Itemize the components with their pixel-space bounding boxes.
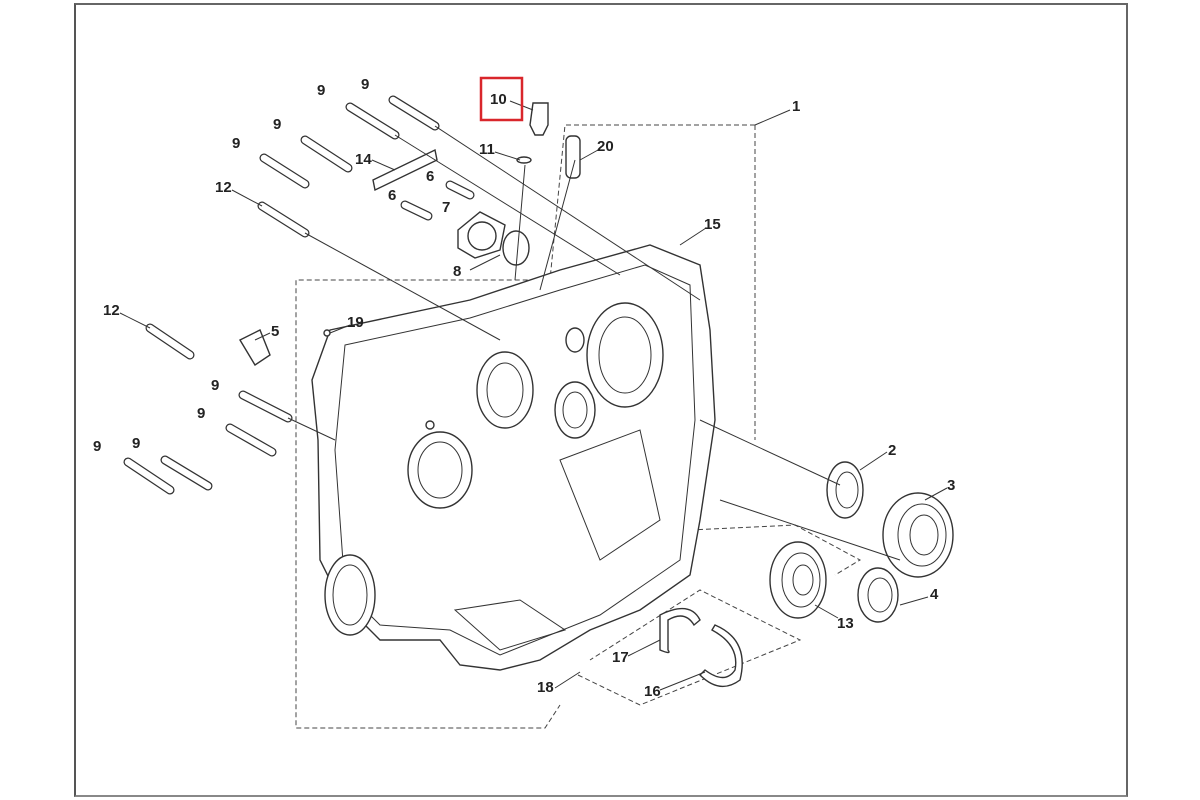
callout-9e[interactable]: 9	[211, 377, 219, 394]
callout-10[interactable]: 10	[490, 91, 507, 108]
callout-9b[interactable]: 9	[361, 76, 369, 93]
callout-1[interactable]: 1	[792, 98, 800, 115]
callout-12a[interactable]: 12	[215, 179, 232, 196]
callout-6a[interactable]: 6	[426, 168, 434, 185]
callout-16[interactable]: 16	[644, 683, 661, 700]
leader-lines	[119, 100, 948, 691]
callout-13[interactable]: 13	[837, 615, 854, 632]
callout-2[interactable]: 2	[888, 442, 896, 459]
small-parts	[239, 102, 581, 366]
callout-6b[interactable]: 6	[388, 187, 396, 204]
bolts	[123, 95, 475, 495]
diagram-frame	[74, 3, 1128, 797]
callout-8[interactable]: 8	[453, 263, 461, 280]
callout-19[interactable]: 19	[347, 314, 364, 331]
callout-9a[interactable]: 9	[317, 82, 325, 99]
callout-20[interactable]: 20	[597, 138, 614, 155]
callout-labels: 1 2 3 4 5 6 6 7 8 9 9 9 9 9 9 9 9 10 11 …	[93, 76, 955, 700]
callout-15[interactable]: 15	[704, 216, 721, 233]
callout-9d[interactable]: 9	[232, 135, 240, 152]
bearings	[659, 461, 954, 688]
callout-4[interactable]: 4	[930, 586, 939, 603]
callout-3[interactable]: 3	[947, 477, 955, 494]
highlight-box	[479, 76, 524, 122]
callout-9g[interactable]: 9	[132, 435, 140, 452]
callout-9h[interactable]: 9	[93, 438, 101, 455]
crankcase-half	[311, 244, 716, 671]
callout-9c[interactable]: 9	[273, 116, 281, 133]
callout-9f[interactable]: 9	[197, 405, 205, 422]
callout-14[interactable]: 14	[355, 151, 372, 168]
callout-17[interactable]: 17	[612, 649, 629, 666]
callout-18[interactable]: 18	[537, 679, 554, 696]
callout-12b[interactable]: 12	[103, 302, 120, 319]
callout-7[interactable]: 7	[442, 199, 450, 216]
callout-5[interactable]: 5	[271, 323, 279, 340]
callout-11[interactable]: 11	[479, 141, 495, 158]
